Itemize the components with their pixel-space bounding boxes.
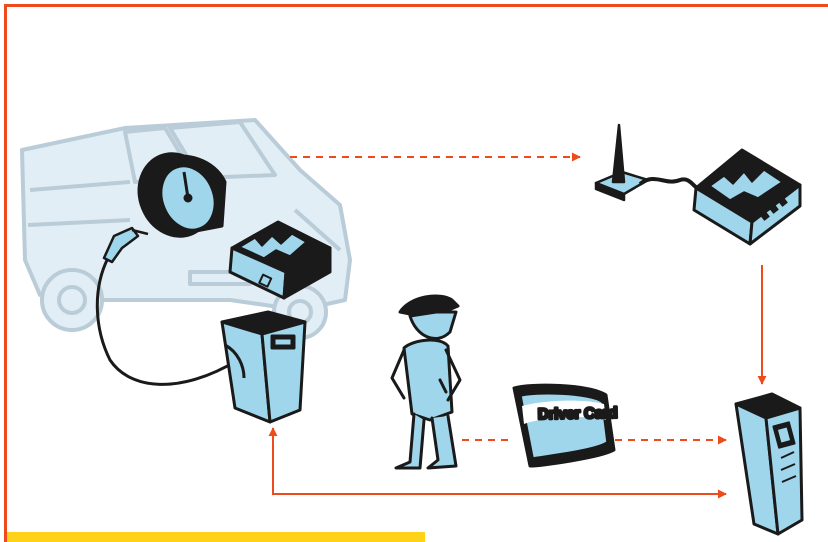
- arrow-pump-terminal-exchange: [273, 428, 726, 494]
- driver-card-label: Driver Card: [538, 405, 618, 423]
- driver-person-icon: [392, 296, 460, 468]
- driver-card-icon: Driver Card: [514, 385, 618, 466]
- flow-arrows: [273, 157, 762, 494]
- base-station-receiver-icon: [694, 150, 800, 244]
- fuel-pump-icon: [222, 312, 305, 422]
- card-terminal-icon: [736, 394, 802, 534]
- antenna-icon: [596, 125, 705, 200]
